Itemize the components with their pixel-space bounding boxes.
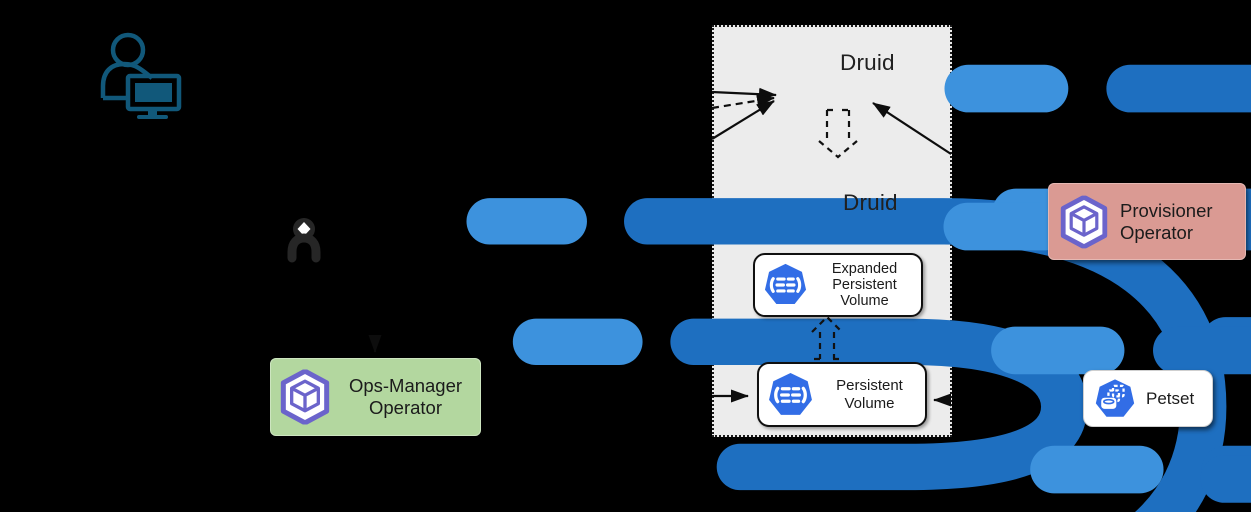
petset-icon [1094, 378, 1136, 420]
persistent-volume-label: Persistent Volume [836, 376, 903, 412]
expanded-persistent-volume-box: Expanded Persistent Volume [753, 253, 923, 317]
ops-manager-operator-box: Ops-Manager Operator [270, 358, 481, 436]
persistent-volume-icon [763, 263, 808, 307]
provisioner-label: Provisioner Operator [1120, 199, 1213, 243]
expanded-pv-label: Expanded Persistent Volume [831, 261, 898, 309]
operator-cube-icon [1060, 195, 1108, 249]
ops-manager-label: Ops-Manager Operator [348, 375, 463, 418]
person-at-computer-icon [100, 32, 182, 119]
persistent-volume-icon [767, 372, 814, 418]
person-icon [287, 218, 321, 263]
operator-cube-icon [280, 369, 330, 425]
druid-middle-label: Druid [843, 190, 898, 215]
petset-box: Petset [1083, 370, 1213, 427]
druid-top-label: Druid [840, 50, 895, 75]
provisioner-operator-box: Provisioner Operator [1048, 183, 1246, 260]
petset-label: Petset [1146, 389, 1195, 408]
persistent-volume-box: Persistent Volume [757, 362, 927, 427]
